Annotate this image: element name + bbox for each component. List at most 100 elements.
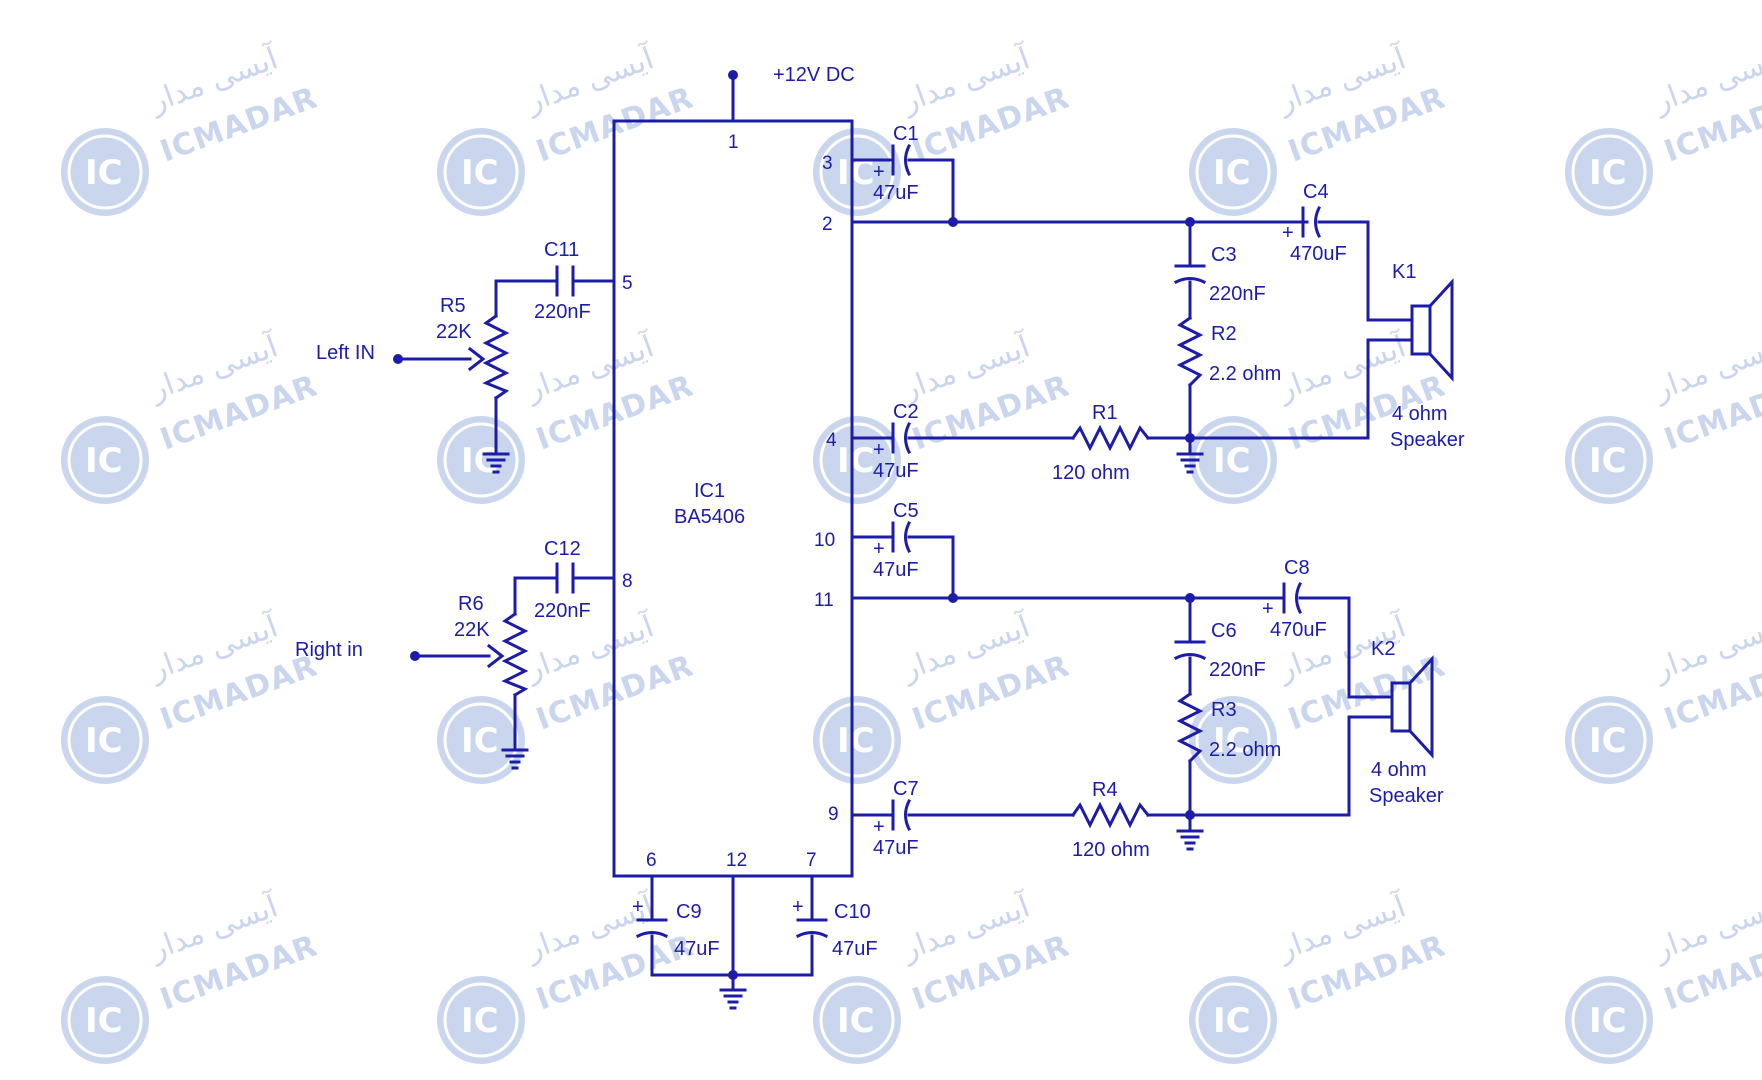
ground-r3	[1176, 829, 1204, 851]
r2-value: 2.2 ohm	[1209, 363, 1281, 385]
svg-text:IC: IC	[837, 1001, 875, 1041]
c4-plus: +	[1282, 222, 1294, 244]
pin-8-label: 8	[622, 571, 633, 592]
c9-plus: +	[632, 896, 644, 918]
vcc-terminal	[728, 70, 738, 80]
c7-ref: C7	[893, 778, 919, 800]
r3-symbol	[1176, 691, 1204, 764]
r5-ref: R5	[440, 295, 466, 317]
c4-ref: C4	[1303, 181, 1329, 203]
ground-left-input	[482, 452, 510, 474]
speaker-k2-icon	[1390, 655, 1434, 759]
c1-value: 47uF	[873, 182, 919, 204]
svg-text:IC: IC	[1589, 721, 1627, 761]
labels: +12V DC IC1 BA5406 1 3 2 5 4 10 8 11 9 6…	[295, 64, 1465, 960]
resistor-symbols	[467, 313, 1204, 829]
r4-ref: R4	[1092, 779, 1118, 801]
svg-text:IC: IC	[85, 153, 123, 193]
c3-value: 220nF	[1209, 283, 1266, 305]
left-input-label: Left IN	[316, 342, 375, 364]
ic-ref-label: IC1	[694, 480, 725, 502]
c8-value: 470uF	[1270, 619, 1327, 641]
pin-4-label: 4	[826, 430, 837, 451]
c2-plus: +	[873, 439, 885, 461]
r2-ref: R2	[1211, 323, 1237, 345]
c1-ref: C1	[893, 123, 919, 145]
pin-1-label: 1	[728, 132, 739, 153]
r3-value: 2.2 ohm	[1209, 739, 1281, 761]
right-input-terminal	[410, 651, 420, 661]
c10-value: 47uF	[832, 938, 878, 960]
c5-ref: C5	[893, 500, 919, 522]
c9-symbol	[635, 918, 669, 939]
c6-symbol	[1173, 640, 1207, 661]
ground-right-input	[501, 748, 529, 770]
pin-2-label: 2	[822, 214, 833, 235]
k2-line2: Speaker	[1369, 785, 1444, 807]
c3-symbol	[1173, 264, 1207, 285]
c12-value: 220nF	[534, 600, 591, 622]
r6-symbol	[501, 611, 529, 698]
ground-symbols	[482, 452, 1204, 1010]
k1-line2: Speaker	[1390, 429, 1465, 451]
c4-symbol	[1301, 205, 1335, 239]
svg-text:IC: IC	[1589, 153, 1627, 193]
r4-symbol	[1070, 801, 1151, 829]
c11-ref: C11	[544, 239, 579, 261]
k1-ref: K1	[1392, 261, 1416, 283]
c8-ref: C8	[1284, 557, 1310, 579]
svg-text:IC: IC	[1589, 441, 1627, 481]
pin-7-label: 7	[806, 850, 817, 871]
r1-ref: R1	[1092, 402, 1118, 424]
svg-text:IC: IC	[85, 721, 123, 761]
svg-text:IC: IC	[85, 1001, 123, 1041]
ic-part-label: BA5406	[674, 506, 745, 528]
svg-text:IC: IC	[837, 721, 875, 761]
k2-line1: 4 ohm	[1371, 759, 1427, 781]
svg-text:IC: IC	[461, 1001, 499, 1041]
c6-value: 220nF	[1209, 659, 1266, 681]
speaker-k1-icon	[1410, 278, 1454, 382]
ic-body	[612, 119, 854, 878]
c10-symbol	[795, 918, 829, 939]
r4-value: 120 ohm	[1072, 839, 1150, 861]
pin-11-label: 11	[814, 590, 834, 611]
svg-text:IC: IC	[837, 441, 875, 481]
c9-ref: C9	[676, 901, 702, 923]
pin-12-label: 12	[726, 850, 747, 871]
svg-text:IC: IC	[1213, 1001, 1251, 1041]
k2-ref: K2	[1371, 638, 1395, 660]
pin-9-label: 9	[828, 804, 839, 825]
circuit-wiring	[393, 70, 1414, 992]
c11-value: 220nF	[534, 301, 591, 323]
r1-symbol	[1070, 424, 1151, 452]
c4-value: 470uF	[1290, 243, 1347, 265]
r6-wiper-arrow	[486, 643, 505, 669]
ground-ic	[719, 988, 747, 1010]
r5-value: 22K	[436, 321, 472, 343]
pin-3-label: 3	[822, 153, 833, 174]
r5-symbol	[482, 313, 510, 401]
svg-text:IC: IC	[1213, 721, 1251, 761]
c5-value: 47uF	[873, 559, 919, 581]
c3-ref: C3	[1211, 244, 1237, 266]
c2-value: 47uF	[873, 460, 919, 482]
left-input-terminal	[393, 354, 403, 364]
c7-value: 47uF	[873, 837, 919, 859]
c1-plus: +	[873, 161, 885, 183]
r6-ref: R6	[458, 593, 484, 615]
r3-ref: R3	[1211, 699, 1237, 721]
c8-symbol	[1282, 581, 1316, 615]
c5-plus: +	[873, 538, 885, 560]
ground-r2	[1176, 452, 1204, 474]
pin-5-label: 5	[622, 273, 633, 294]
r6-value: 22K	[454, 619, 490, 641]
